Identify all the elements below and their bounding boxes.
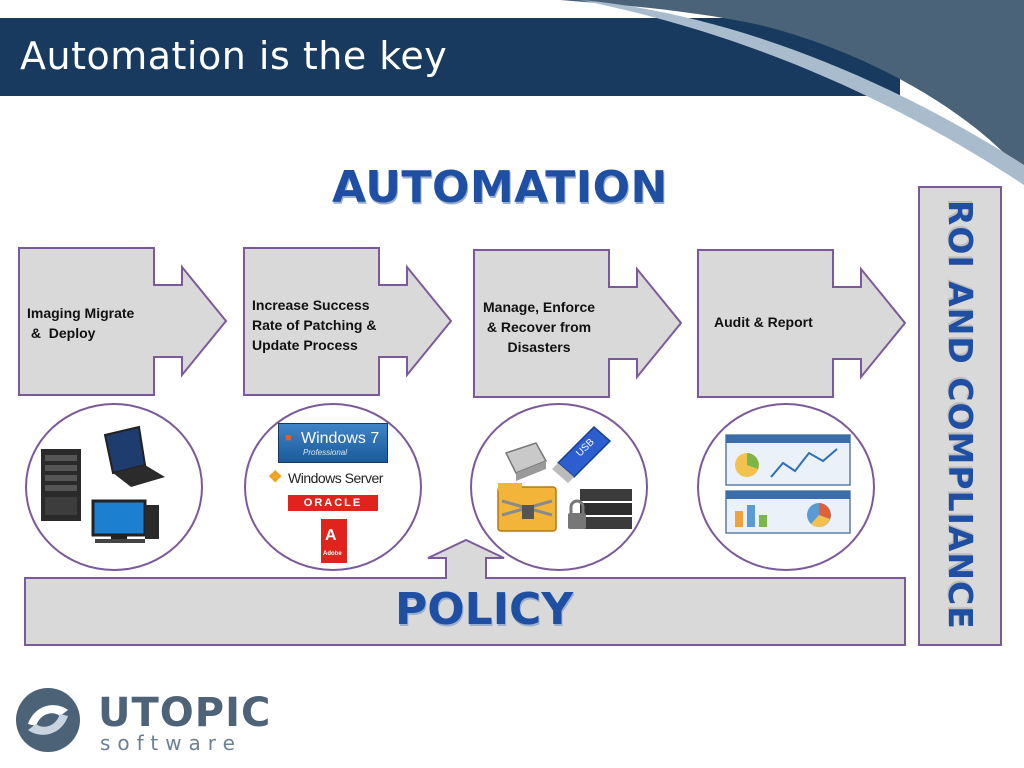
header-swoosh — [560, 0, 1024, 185]
windows-flag-icon: ■ — [285, 432, 292, 444]
utopic-logo-icon — [16, 688, 80, 752]
usb-drive-icon: USB — [552, 425, 612, 483]
locked-server-icon — [568, 489, 632, 529]
policy-heading: POLICY — [395, 584, 574, 635]
windows-flag-icon: ❖ — [268, 469, 283, 486]
step-arrow-shape — [697, 249, 907, 398]
policy-bar — [24, 538, 906, 646]
audit-circle — [697, 403, 875, 571]
windows-server-logo: ❖ Windows Server — [268, 469, 383, 486]
windows7-logo: ■ Windows 7 Professional — [278, 423, 388, 463]
computers-icon — [41, 425, 165, 543]
patching-circle: ■ Windows 7 Professional ❖ Windows Serve… — [244, 403, 422, 571]
roi-compliance-label: ROI AND COMPLIANCE — [941, 200, 980, 630]
adobe-logo: A Adobe — [321, 519, 347, 563]
step-patching-arrow: Increase Success Rate of Patching & Upda… — [243, 247, 453, 397]
recovery-icons: USB — [497, 425, 632, 532]
step-manage-label: Manage, Enforce & Recover from Disasters — [483, 299, 596, 355]
step-patching-label: Increase Success Rate of Patching & Upda… — [252, 297, 377, 353]
adobe-a-icon: A — [325, 527, 337, 544]
step-manage-arrow: Manage, Enforce & Recover from Disasters — [473, 249, 683, 399]
locked-folder-icon — [497, 483, 557, 532]
header-bar — [0, 18, 900, 96]
step-imaging-label: Imaging Migrate & Deploy — [27, 305, 135, 341]
manage-circle: USB — [470, 403, 648, 571]
brand-name: UTOPIC — [98, 690, 272, 736]
imaging-circle — [25, 403, 203, 571]
step-arrow-shape — [243, 247, 453, 396]
scanner-icon — [504, 442, 548, 481]
oracle-logo: ORACLE — [288, 495, 378, 511]
step-audit-label: Audit & Report — [714, 314, 813, 330]
dashboard-report-icon — [725, 434, 851, 534]
step-imaging-arrow: Imaging Migrate & Deploy — [18, 247, 228, 397]
step-audit-arrow: Audit & Report — [697, 249, 907, 399]
automation-heading: AUTOMATION — [332, 162, 668, 213]
brand-subtitle: software — [100, 731, 242, 755]
roi-compliance-bar — [918, 186, 1002, 646]
slide-title: Automation is the key — [20, 34, 448, 78]
step-arrow-shape — [18, 247, 228, 396]
step-arrow-shape — [473, 249, 683, 398]
